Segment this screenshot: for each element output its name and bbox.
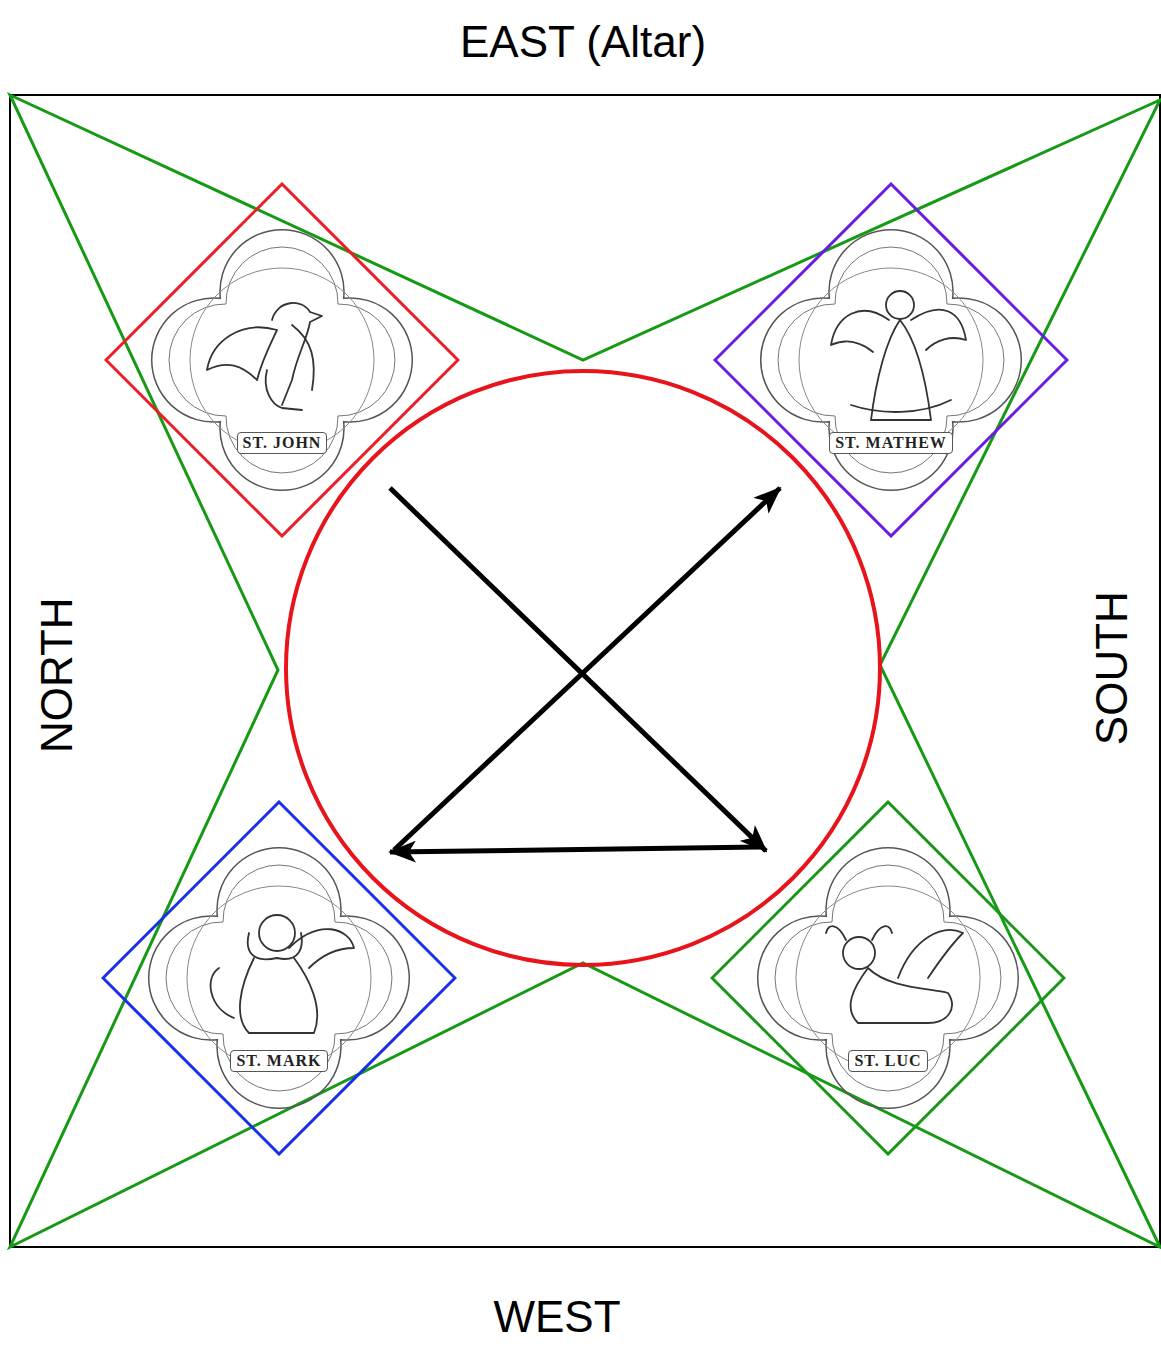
star-lines (10, 95, 1160, 1247)
medallion (149, 848, 410, 1109)
direction-label: WEST (493, 1293, 620, 1341)
diamond-border (106, 184, 458, 536)
evangelist-diamond: ST. LUC (710, 800, 1066, 1156)
diamond-border (103, 802, 455, 1154)
evangelist-diamond: ST. JOHN (104, 182, 460, 538)
center-circle (286, 371, 880, 965)
diamond-border (712, 802, 1064, 1154)
diamond-border (715, 184, 1067, 536)
medallion (761, 230, 1022, 491)
scroll-label: ST. MARK (230, 1050, 327, 1072)
diamond-outline (710, 800, 1066, 1156)
scroll-label: ST. LUC (848, 1050, 927, 1072)
direction-label: SOUTH (1088, 591, 1136, 745)
direction-label: NORTH (33, 597, 81, 753)
cross-arrow (390, 847, 760, 852)
cross-arrow (390, 488, 766, 851)
diamond-outline (101, 800, 457, 1156)
medallion (758, 848, 1019, 1109)
cross-arrow (394, 488, 780, 850)
diamond-outline (104, 182, 460, 538)
diamond-outline (713, 182, 1069, 538)
square-frame (10, 95, 1160, 1247)
scroll-label: ST. MATHEW (829, 432, 953, 454)
direction-label: EAST (Altar) (460, 18, 706, 66)
medallion (152, 230, 413, 491)
scroll-label: ST. JOHN (237, 432, 328, 454)
evangelist-diamond: ST. MARK (101, 800, 457, 1156)
evangelist-diamond: ST. MATHEW (713, 182, 1069, 538)
